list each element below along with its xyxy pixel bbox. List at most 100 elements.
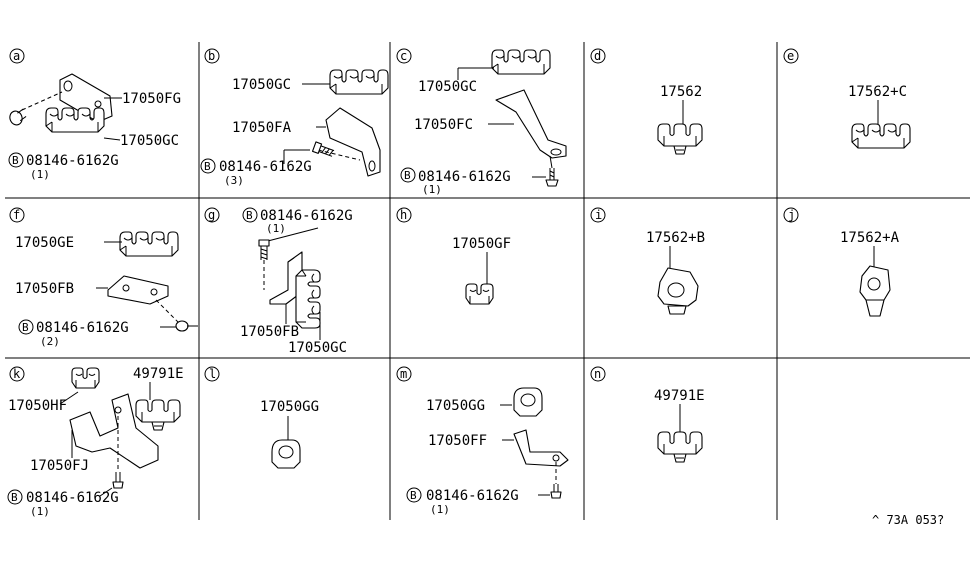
clip-with-pin-drawing (859, 265, 891, 317)
diagram-reference-code: ^ 73A 053? (872, 513, 944, 527)
quantity: (3) (224, 174, 244, 187)
panel-n: 49791E (654, 388, 705, 463)
part-number-17562-c: 17562+C (848, 84, 907, 100)
part-number-bolt: 08146-6162G (260, 208, 353, 224)
panel-l: 17050GG (260, 399, 319, 469)
part-number-17050ge: 17050GE (15, 235, 74, 251)
panel-f: 17050GE 17050FB B 08146-6162G (2) (15, 231, 198, 348)
panel-letter-h: h (396, 207, 412, 223)
panel-letter-f: f (9, 207, 25, 223)
letter-n: n (594, 367, 601, 381)
fuel-tube-clip-drawing (491, 49, 551, 75)
single-tube-clip-drawing (271, 439, 301, 469)
bolt-symbol: B (410, 489, 417, 502)
panel-h: 17050GF (452, 236, 511, 305)
panel-d: 17562 (657, 84, 703, 155)
part-number-49791e: 49791E (654, 388, 705, 404)
panel-i: 17562+B (646, 230, 705, 315)
quantity: (1) (30, 168, 50, 181)
bolt-symbol: B (11, 491, 18, 504)
bracket-drawing (69, 393, 159, 470)
panel-letter-n: n (590, 366, 606, 382)
panel-letter-m: m (396, 366, 412, 382)
fuel-tube-clip-drawing (329, 69, 389, 95)
part-number-17562: 17562 (660, 84, 702, 100)
panel-letter-j: j (783, 207, 799, 223)
bracket-drawing (107, 275, 179, 323)
part-number-17050fc: 17050FC (414, 117, 473, 133)
panel-a: 17050FG 17050GC B 08146-6162G (1) (8, 73, 181, 181)
part-number-17050fb: 17050FB (240, 324, 299, 340)
panel-j: 17562+A (840, 230, 900, 317)
fuel-tube-clip-drawing (71, 367, 100, 389)
letter-j: j (788, 208, 795, 222)
part-number-bolt: 08146-6162G (219, 159, 312, 175)
bolt-drawing (112, 472, 124, 489)
bolt-drawing (550, 484, 562, 499)
part-number-17050gc: 17050GC (232, 77, 291, 93)
part-number-17562-b: 17562+B (646, 230, 705, 246)
part-number-17050ff: 17050FF (428, 433, 487, 449)
part-number-bolt: 08146-6162G (418, 169, 511, 185)
part-number-17050fb: 17050FB (15, 281, 74, 297)
quantity: (1) (30, 505, 50, 518)
part-number-17050gc: 17050GC (288, 340, 347, 356)
panel-letter-b: b (204, 48, 220, 64)
quantity: (2) (40, 335, 60, 348)
letter-c: c (400, 49, 407, 63)
bolt-symbol: B (204, 160, 211, 173)
part-number-bolt: 08146-6162G (26, 153, 119, 169)
panel-letter-e: e (783, 48, 799, 64)
bolt-symbol: B (404, 169, 411, 182)
bolt-drawing (175, 320, 198, 332)
bolt-drawing (258, 239, 270, 261)
panel-letter-l: l (204, 366, 220, 382)
clip-with-pin-drawing (657, 123, 703, 155)
part-number-49791e: 49791E (133, 366, 184, 382)
bracket-drawing (513, 429, 569, 484)
panel-letter-a: a (9, 48, 25, 64)
panel-m: 17050GG 17050FF B 08146-6162G (1) (406, 387, 569, 516)
clip-with-pin-drawing (657, 267, 699, 315)
part-number-17050fj: 17050FJ (30, 458, 89, 474)
letter-b: b (208, 49, 215, 63)
part-number-17050gg: 17050GG (260, 399, 319, 415)
letter-i: i (595, 208, 602, 222)
panel-letters: a b c d e f g h i j k l m n (9, 48, 799, 382)
part-number-17050fa: 17050FA (232, 120, 292, 136)
bolt-drawing (311, 141, 336, 159)
bolt-symbol: B (12, 154, 19, 167)
panel-letter-g: g (204, 207, 220, 223)
bracket-drawing (317, 107, 381, 177)
panel-letter-i: i (590, 207, 606, 223)
clip-with-pin-drawing (657, 431, 703, 463)
part-number-bolt: 08146-6162G (26, 490, 119, 506)
letter-l: l (209, 367, 216, 381)
quantity: (1) (266, 222, 286, 235)
panel-letter-c: c (396, 48, 412, 64)
part-number-17050fg: 17050FG (122, 91, 181, 107)
bolt-drawing (545, 168, 559, 187)
fuel-tube-clip-drawing (851, 123, 911, 149)
part-number-17562-a: 17562+A (840, 230, 900, 246)
letter-m: m (400, 367, 407, 381)
quantity: (1) (422, 183, 442, 196)
part-number-17050gc: 17050GC (418, 79, 477, 95)
bolt-drawing (9, 108, 27, 126)
panel-b: 17050GC 17050FA B 08146-6162G (3) (200, 69, 389, 187)
clip-with-pin-drawing (135, 399, 181, 431)
bolt-symbol: B (22, 321, 29, 334)
fuel-tube-clip-drawing (119, 231, 179, 257)
vertical-tube-clip-drawing (295, 269, 321, 329)
part-number-17050gg: 17050GG (426, 398, 485, 414)
part-number-17050gc: 17050GC (120, 133, 179, 149)
letter-e: e (787, 49, 794, 63)
panel-e: 17562+C (848, 84, 911, 149)
bracket-drawing (495, 89, 567, 169)
panel-c: 17050GC 17050FC B 08146-6162G (1) (400, 49, 567, 196)
fuel-tube-clip-drawing (45, 107, 105, 133)
part-number-bolt: 08146-6162G (36, 320, 129, 336)
letter-a: a (13, 49, 20, 63)
panel-k: 17050HF 49791E 17050FJ B 08146-6162G (1) (7, 366, 184, 518)
part-number-17050hf: 17050HF (8, 398, 67, 414)
